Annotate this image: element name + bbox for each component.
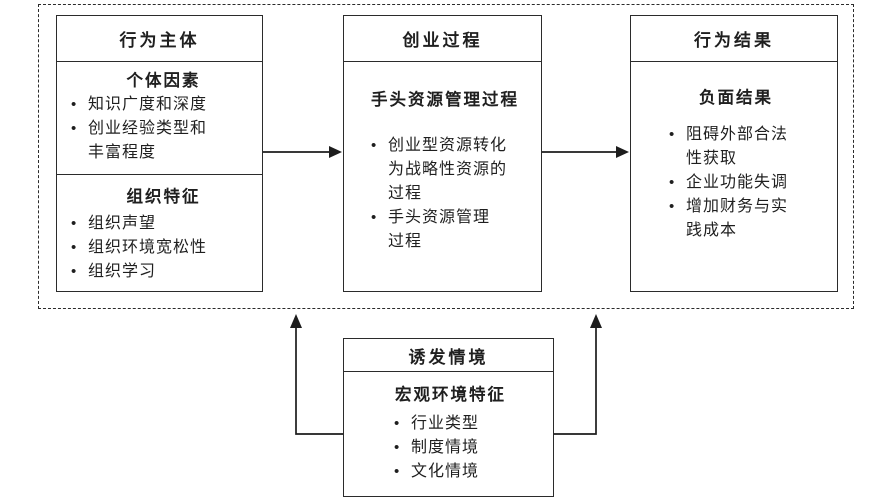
bullet-text: 知识广度和深度 — [88, 96, 208, 113]
list-item: • 手头资源管理 过程 — [371, 206, 535, 254]
section-negative-outcomes: 负面结果 • 阻碍外部合法 性获取 • 企业功能失调 • 增加财务与实 践成本 — [631, 62, 837, 291]
bullet-icon: • — [71, 215, 78, 232]
bullet-icon: • — [371, 209, 378, 226]
section-individual-factors: 个体因素 • 知识广度和深度 • 创业经验类型和 丰富程度 — [57, 62, 262, 174]
bullet-list: • 行业类型 • 制度情境 • 文化情境 — [394, 412, 547, 484]
bullet-icon: • — [71, 239, 78, 256]
bullet-text: 行业类型 — [411, 415, 480, 432]
dashed-boundary-frame — [38, 4, 854, 309]
box-triggering-context: 诱发情境 宏观环境特征 • 行业类型 • 制度情境 • 文化情境 — [343, 338, 554, 497]
list-item: • 组织学习 — [71, 260, 256, 284]
box-entrepreneurial-process-header: 创业过程 — [344, 16, 541, 62]
section-title: 宏观环境特征 — [395, 386, 506, 404]
section-macro-environment: 宏观环境特征 • 行业类型 • 制度情境 • 文化情境 — [344, 372, 553, 496]
box-behavior-outcome-header: 行为结果 — [631, 16, 837, 62]
box-entrepreneurial-process: 创业过程 手头资源管理过程 • 创业型资源转化 为战略性资源的 过程 • 手头资… — [343, 15, 542, 292]
list-item: • 企业功能失调 — [669, 171, 831, 195]
section-title: 组织特征 — [126, 188, 201, 206]
bullet-icon: • — [71, 263, 78, 280]
section-resource-management-process: 手头资源管理过程 • 创业型资源转化 为战略性资源的 过程 • 手头资源管理 过… — [344, 62, 541, 291]
bullet-list: • 知识广度和深度 • 创业经验类型和 丰富程度 — [71, 93, 256, 165]
bullet-icon: • — [371, 137, 378, 154]
bullet-text: 文化情境 — [411, 463, 480, 480]
bullet-list: • 创业型资源转化 为战略性资源的 过程 • 手头资源管理 过程 — [371, 134, 535, 254]
list-item: • 知识广度和深度 — [71, 93, 256, 117]
bullet-icon: • — [394, 463, 401, 480]
list-item: • 制度情境 — [394, 436, 547, 460]
bullet-icon: • — [669, 174, 676, 191]
list-item: • 行业类型 — [394, 412, 547, 436]
box-behavior-subject-header: 行为主体 — [57, 16, 262, 62]
bullet-text: 组织声望 — [88, 215, 157, 232]
bullet-icon: • — [71, 120, 78, 137]
bullet-icon: • — [669, 198, 676, 215]
list-item: • 创业型资源转化 为战略性资源的 过程 — [371, 134, 535, 206]
box-triggering-context-header: 诱发情境 — [344, 339, 553, 372]
bullet-text: 组织环境宽松性 — [88, 239, 208, 256]
bullet-text: 阻碍外部合法 性获取 — [686, 126, 789, 167]
box-behavior-subject: 行为主体 个体因素 • 知识广度和深度 • 创业经验类型和 丰富程度 组织特征 … — [56, 15, 263, 292]
list-item: • 文化情境 — [394, 460, 547, 484]
section-organization-traits: 组织特征 • 组织声望 • 组织环境宽松性 • 组织学习 — [57, 174, 262, 291]
list-item: • 组织环境宽松性 — [71, 236, 256, 260]
bullet-icon: • — [669, 126, 676, 143]
list-item: • 创业经验类型和 丰富程度 — [71, 117, 256, 165]
section-title: 手头资源管理过程 — [371, 91, 519, 109]
bullet-text: 创业型资源转化 为战略性资源的 过程 — [388, 137, 508, 202]
section-title: 个体因素 — [126, 72, 201, 90]
section-title: 负面结果 — [699, 89, 773, 107]
bullet-text: 组织学习 — [88, 263, 157, 280]
box-behavior-outcome: 行为结果 负面结果 • 阻碍外部合法 性获取 • 企业功能失调 • 增加财务与实… — [630, 15, 838, 292]
arrow-context-to-frame-right — [554, 314, 602, 435]
bullet-text: 手头资源管理 过程 — [388, 209, 491, 250]
bullet-list: • 组织声望 • 组织环境宽松性 • 组织学习 — [71, 212, 256, 284]
arrow-context-to-frame-left — [290, 314, 343, 435]
list-item: • 组织声望 — [71, 212, 256, 236]
bullet-icon: • — [394, 415, 401, 432]
bullet-icon: • — [71, 96, 78, 113]
bullet-icon: • — [394, 439, 401, 456]
bullet-list: • 阻碍外部合法 性获取 • 企业功能失调 • 增加财务与实 践成本 — [669, 123, 831, 243]
list-item: • 阻碍外部合法 性获取 — [669, 123, 831, 171]
bullet-text: 创业经验类型和 丰富程度 — [88, 120, 208, 161]
bullet-text: 制度情境 — [411, 439, 480, 456]
list-item: • 增加财务与实 践成本 — [669, 195, 831, 243]
bullet-text: 增加财务与实 践成本 — [686, 198, 789, 239]
bullet-text: 企业功能失调 — [686, 174, 789, 191]
